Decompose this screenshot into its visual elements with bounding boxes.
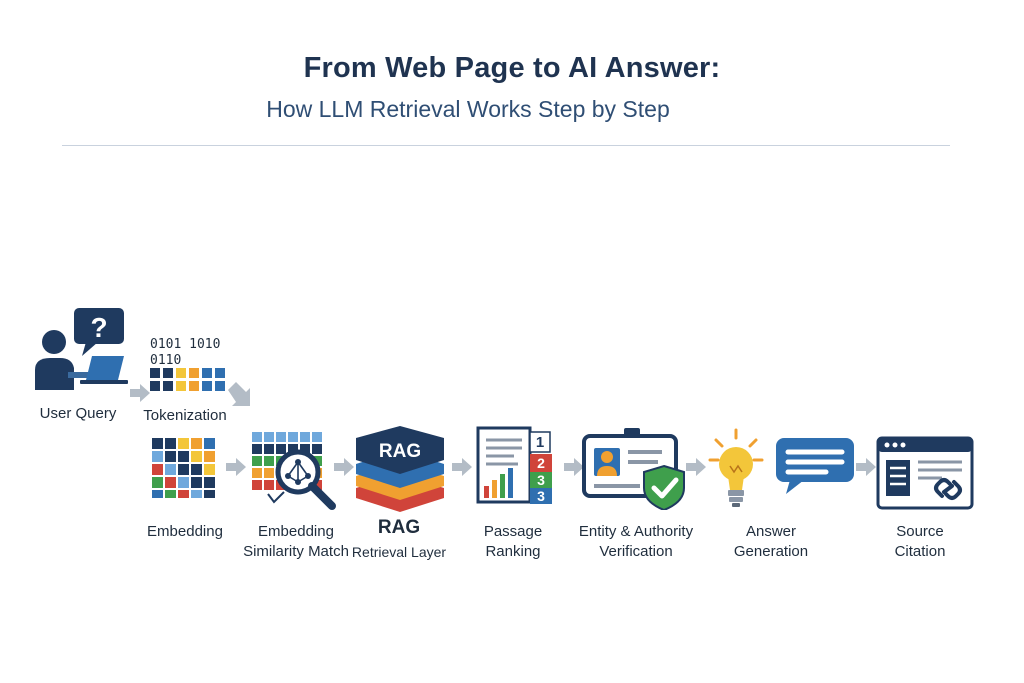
arrow-icon [334, 458, 354, 476]
page-subtitle: How LLM Retrieval Works Step by Step [266, 96, 670, 122]
grid-cell [189, 381, 199, 391]
grid-cell [165, 464, 176, 475]
grid-cell [215, 381, 225, 391]
arrow-icon [130, 384, 150, 402]
grid-cell [252, 468, 262, 478]
grid-cell [163, 368, 173, 378]
user-query-icon: ? [35, 308, 128, 390]
grid-cell [178, 438, 189, 449]
grid-cell [189, 368, 199, 378]
label-answer-line1: Answer [745, 523, 797, 540]
grid-cell [204, 451, 215, 462]
grid-cell [215, 368, 225, 378]
rag-stack-icon: RAG [356, 426, 444, 512]
grid-cell [288, 432, 298, 442]
grid-cell [252, 444, 262, 454]
embedding-grid-icon [152, 438, 215, 498]
label-citation-line1: Source [896, 523, 944, 540]
grid-cell [252, 432, 262, 442]
grid-cell [312, 444, 322, 454]
title-divider [62, 145, 950, 146]
grid-cell [204, 464, 215, 475]
grid-cell [202, 381, 212, 391]
grid-cell [276, 444, 286, 454]
label-ranking-line1: Passage [483, 523, 543, 540]
grid-cell [288, 444, 298, 454]
label-tokenization: Tokenization [143, 407, 227, 424]
source-citation-icon [876, 436, 974, 510]
question-mark: ? [90, 312, 107, 343]
grid-cell [300, 432, 310, 442]
grid-cell [191, 464, 202, 475]
grid-cell [264, 444, 274, 454]
grid-cell [264, 480, 274, 490]
grid-cell [178, 451, 189, 462]
grid-cell [165, 490, 176, 498]
binary-text-line-2: 0110 [150, 353, 181, 368]
passage-ranking-icon: 1 2 3 3 [476, 426, 552, 504]
grid-cell [276, 432, 286, 442]
grid-cell [202, 368, 212, 378]
grid-cell [152, 477, 163, 488]
grid-cell [176, 368, 186, 378]
binary-text-line-1: 0101 1010 [150, 337, 220, 352]
label-verification-line2: Verification [599, 543, 673, 560]
label-embedding: Embedding [147, 523, 223, 540]
arrow-icon [686, 458, 706, 476]
rank-2-text: 2 [537, 455, 545, 471]
grid-cell [264, 468, 274, 478]
grid-cell [165, 477, 176, 488]
tokenization-icon: 0101 1010 0110 [150, 337, 225, 391]
label-rag-line2: Retrieval Layer [351, 544, 447, 560]
grid-cell [152, 464, 163, 475]
arrow-icon [226, 458, 246, 476]
label-rag-line1: RAG [377, 517, 421, 538]
rank-1-text: 1 [536, 434, 544, 451]
label-citation-line2: Citation [894, 543, 946, 560]
grid-cell [152, 438, 163, 449]
grid-cell [165, 438, 176, 449]
grid-cell [312, 432, 322, 442]
grid-cell [152, 490, 163, 498]
grid-cell [178, 477, 189, 488]
grid-cell [150, 368, 160, 378]
grid-cell [252, 456, 262, 466]
arrow-icon [564, 458, 584, 476]
grid-cell [191, 477, 202, 488]
arrow-icon [452, 458, 472, 476]
rag-badge: RAG [379, 441, 421, 462]
arrow-icon [856, 458, 876, 476]
grid-cell [204, 477, 215, 488]
grid-cell [165, 451, 176, 462]
label-ranking-line2: Ranking [485, 543, 541, 560]
label-similarity-line1: Embedding [258, 523, 334, 540]
rank-3-text-blue: 3 [537, 488, 545, 504]
grid-cell [150, 381, 160, 391]
grid-cell [312, 480, 322, 490]
rank-3-text-green: 3 [537, 472, 545, 488]
grid-cell [300, 444, 310, 454]
grid-cell [204, 438, 215, 449]
grid-cell [176, 381, 186, 391]
label-answer-line2: Generation [733, 543, 809, 560]
arrow-icon [228, 382, 250, 406]
grid-cell [152, 451, 163, 462]
id-card-verification-icon [582, 428, 685, 510]
grid-cell [252, 480, 262, 490]
label-similarity-line2: Similarity Match [243, 543, 349, 560]
grid-cell [178, 464, 189, 475]
grid-cell [191, 451, 202, 462]
similarity-match-icon [252, 432, 336, 510]
grid-cell [178, 490, 189, 498]
lightbulb-speech-icon [708, 428, 854, 507]
grid-cell [204, 490, 215, 498]
grid-cell [191, 438, 202, 449]
grid-cell [264, 432, 274, 442]
grid-cell [163, 381, 173, 391]
label-verification-line1: Entity & Authority [578, 523, 694, 540]
grid-cell [191, 490, 202, 498]
label-user-query: User Query [39, 405, 117, 422]
page-title: From Web Page to AI Answer: [303, 52, 721, 84]
grid-cell [264, 456, 274, 466]
